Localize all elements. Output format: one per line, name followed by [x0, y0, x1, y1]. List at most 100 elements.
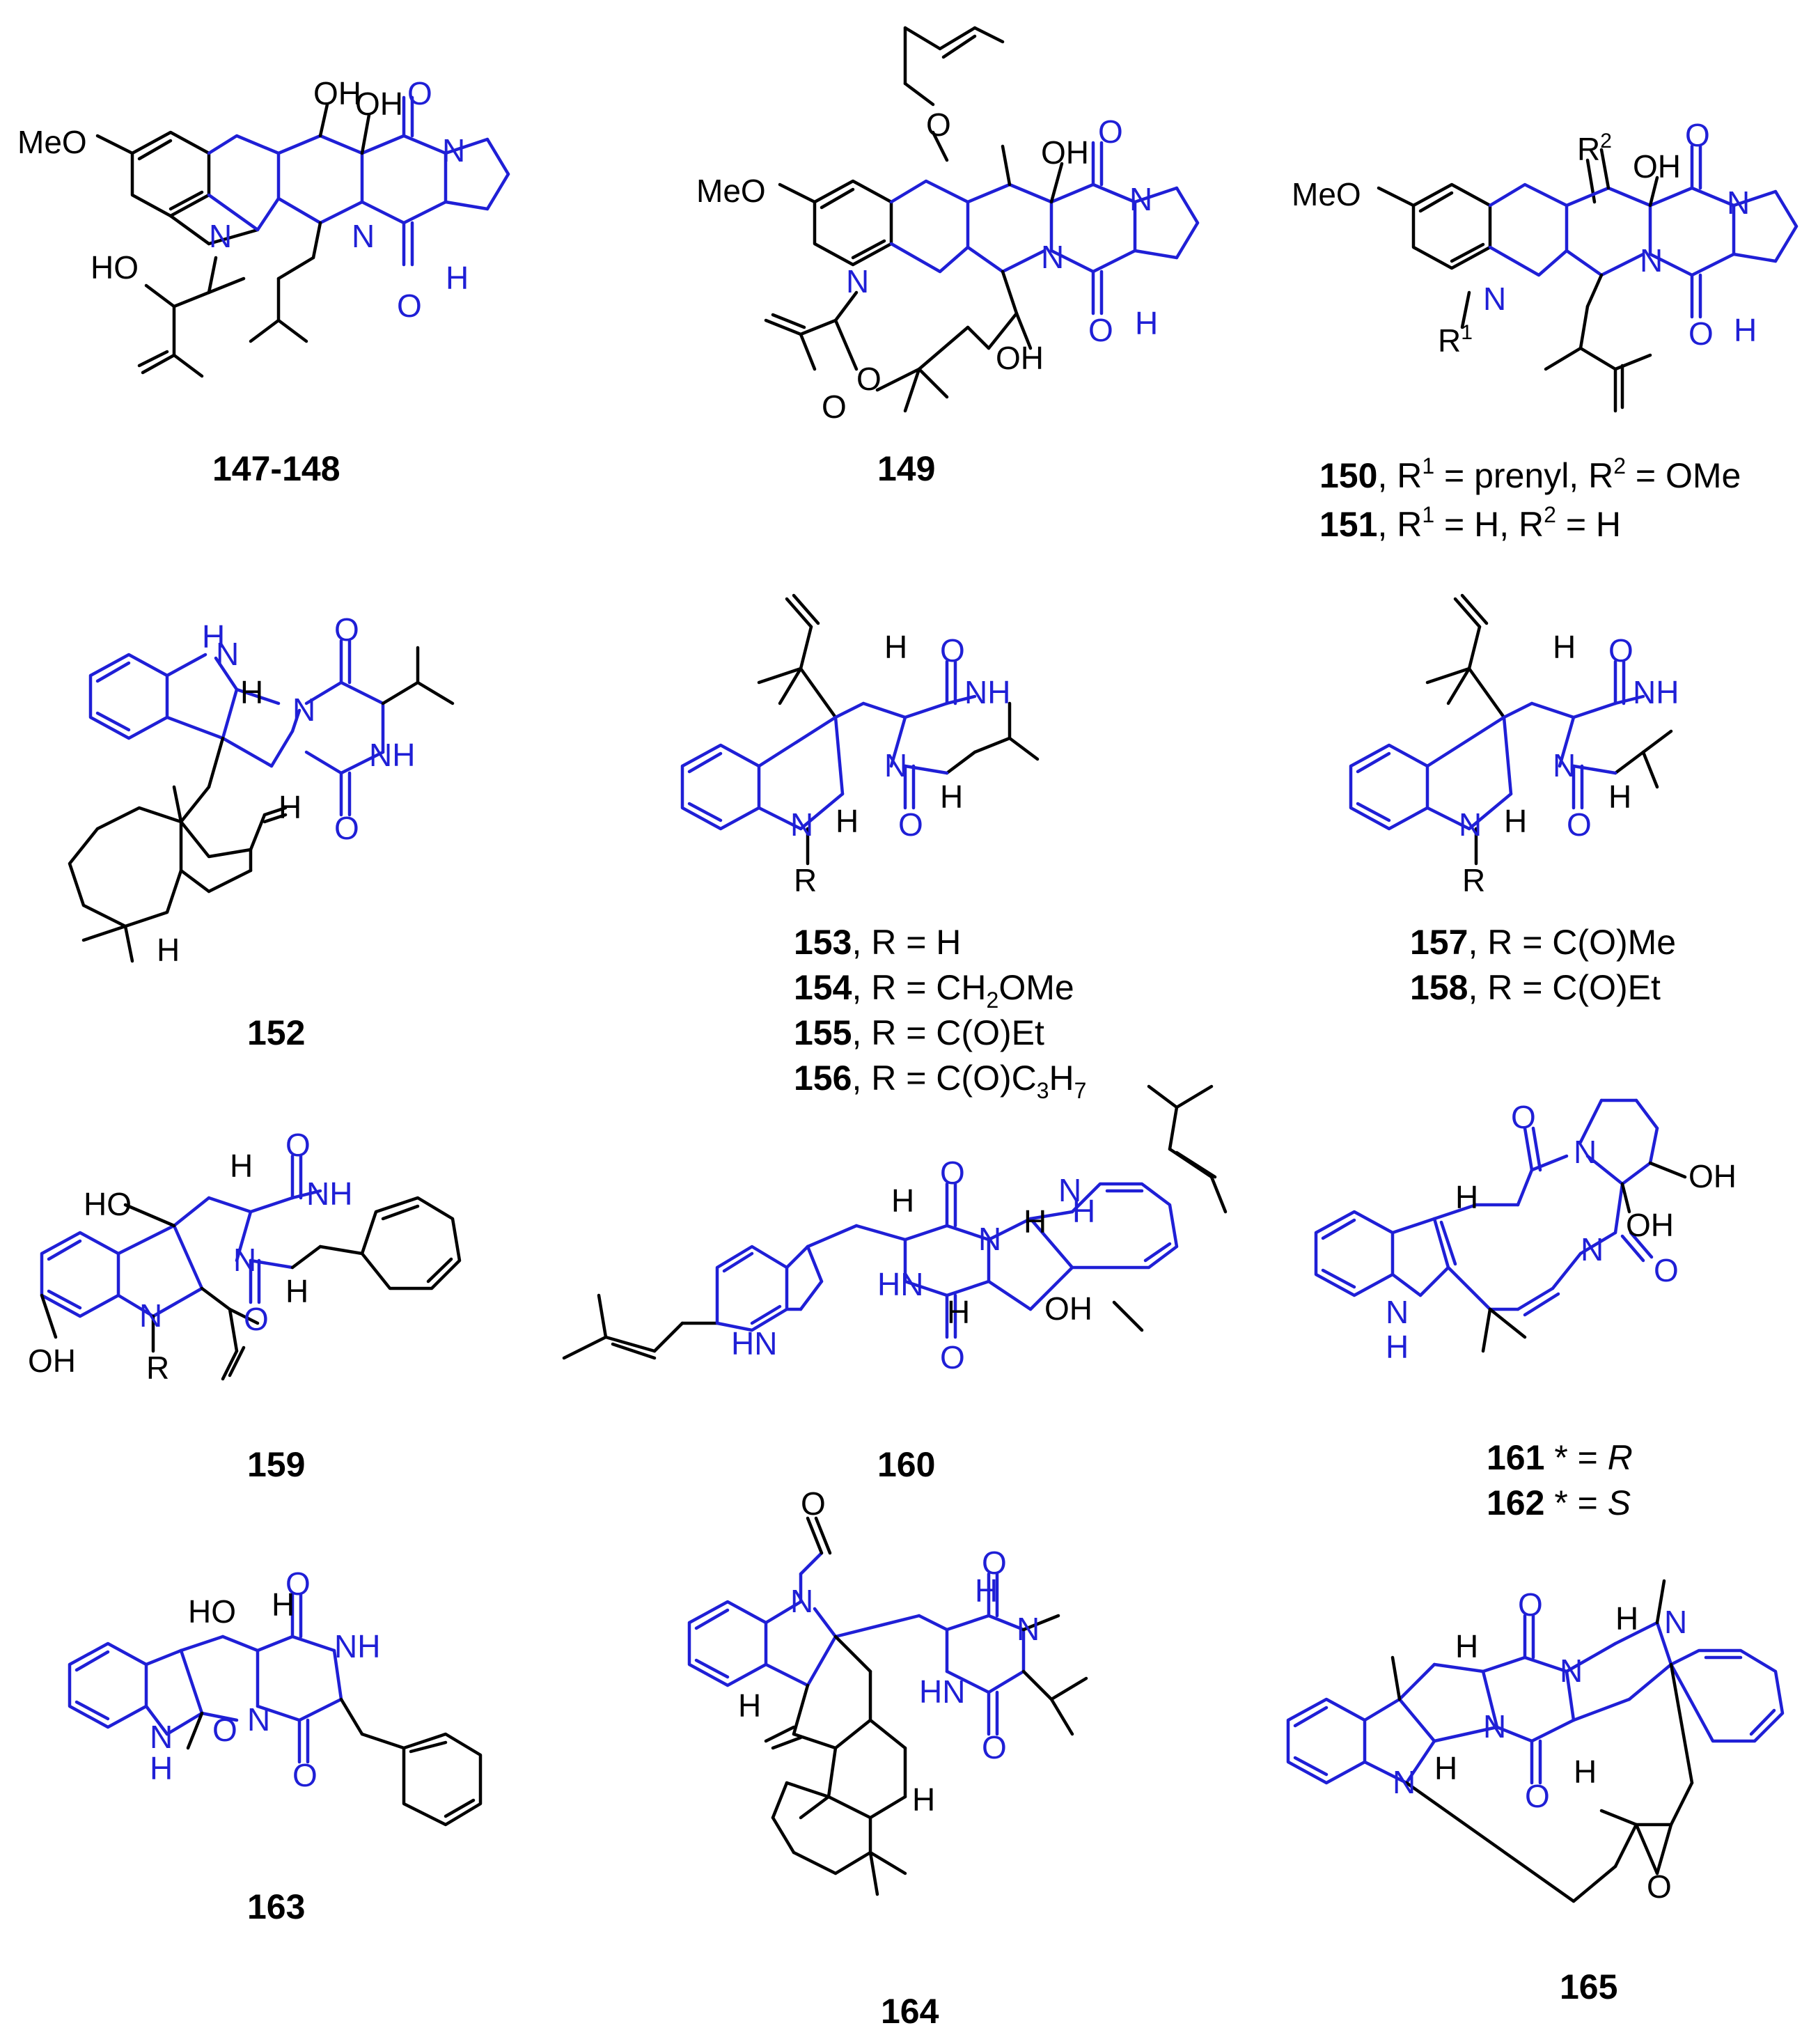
hydrogen-label: H [891, 1183, 914, 1219]
amide-nh-label: NH [369, 737, 415, 773]
hydroxyl-label: OH [28, 1343, 76, 1379]
carbonyl-oxygen-label: O [407, 75, 432, 111]
amide-nh-label: HN [877, 1266, 923, 1302]
hydroxyl-label: OH [1688, 1158, 1737, 1194]
nitrogen-label: N [247, 1701, 270, 1738]
carbonyl-oxygen-label: O [1685, 117, 1710, 153]
hydrogen-label: H [150, 1750, 173, 1786]
hydrogen-label: H [1434, 1750, 1457, 1786]
carbonyl-oxygen-label: O [334, 611, 359, 648]
structure-160: HN H O HN N H O N H H OH 160 [562, 1084, 1228, 1484]
nitrogen-label: N [1483, 281, 1506, 317]
hydroxyl-label: HO [188, 1593, 236, 1630]
nitrogen-label: N [292, 692, 315, 728]
hydroxyl-label: OH [313, 75, 361, 111]
formyl-oxygen-label: O [801, 1485, 826, 1522]
hydrogen-label: H [1386, 1329, 1409, 1365]
caption-155: 155, R = C(O)Et [794, 1013, 1044, 1052]
nitrogen-label: N [1017, 1611, 1040, 1647]
carbonyl-oxygen-label: O [1088, 312, 1113, 348]
indoline-nitrogen-label: N [1459, 806, 1482, 843]
hydroxyl-label: OH [996, 340, 1044, 376]
hydrogen-label: H [1734, 312, 1757, 348]
caption-161: 161 * = R [1487, 1438, 1633, 1477]
caption-165: 165 [1560, 1967, 1617, 2006]
carbonyl-oxygen-label: O [940, 1155, 965, 1191]
nitrogen-label: N [1483, 1708, 1506, 1745]
nitrogen-label: H [202, 618, 225, 655]
nitrogen-label: N [978, 1221, 1001, 1257]
indole-nh-label: HN [731, 1325, 777, 1362]
r2-label: R2 [1577, 130, 1612, 167]
structure-152: H N H N O NH O H H 152 [68, 611, 455, 1052]
hydrogen-label: H [446, 260, 469, 296]
caption-159: 159 [247, 1445, 305, 1484]
caption-151: 151, R1 = H, R2 = H [1319, 502, 1621, 544]
carbonyl-oxygen-label: O [1608, 632, 1633, 669]
structure-164: O N H H O N HN O H 164 [687, 1485, 1088, 2031]
r1-label: R1 [1438, 321, 1473, 359]
nitrogen-label: N [1640, 242, 1663, 279]
indoline-nitrogen-label: N [139, 1297, 162, 1334]
indoline-nh-label: N [216, 636, 239, 672]
amide-nh-label: NH [1633, 674, 1679, 710]
caption-154: 154, R = CH2OMe [794, 968, 1074, 1013]
indoline-nitrogen-label: N [1393, 1764, 1416, 1800]
nitrogen-label: N [1553, 747, 1576, 783]
hydrogen-label: H [230, 1148, 253, 1184]
hydrogen-label: H [1455, 1628, 1478, 1664]
hydroxyl-label: HO [91, 249, 139, 286]
structure-150-151: MeO R2 OH O N N O H N R1 150, R1 = preny… [1292, 117, 1799, 544]
amide-nh-label: NH [334, 1628, 380, 1664]
carbonyl-oxygen-label: O [244, 1301, 269, 1337]
peroxide-oxygen-label: O [822, 389, 847, 425]
r-group-label: R [1462, 862, 1485, 898]
structure-153-156: H O NH N O H H N R 153, R = H 154, R = C… [680, 593, 1086, 1103]
hydrogen-label: H [285, 1273, 308, 1309]
indoline-nitrogen-label: N [790, 806, 813, 843]
hydrogen-label: H [947, 1294, 970, 1330]
hydroxyl-label: OH [1633, 148, 1681, 185]
caption-152: 152 [247, 1013, 305, 1052]
hydrogen-label: H [240, 674, 263, 710]
nitrogen-label: N [884, 747, 907, 783]
peroxide-oxygen-label: O [856, 361, 881, 397]
nitrogen-label: N [233, 1242, 256, 1278]
amide-nh-label: HN [919, 1674, 965, 1710]
hydrogen-label: H [1553, 629, 1576, 665]
hydrogen-label: H [884, 629, 907, 665]
hydrogen-label: H [1455, 1179, 1478, 1215]
carbonyl-oxygen-label: O [898, 806, 923, 843]
hydrogen-label: H [1135, 305, 1158, 341]
indoline-nh-label: N [150, 1719, 173, 1755]
hydrogen-label: H [1608, 779, 1631, 815]
hydrogen-label: H [1072, 1193, 1095, 1229]
carbonyl-oxygen-label: O [334, 810, 359, 846]
caption-164: 164 [881, 1992, 939, 2031]
indoline-nitrogen-label: N [1664, 1604, 1687, 1640]
carbonyl-oxygen-label: O [982, 1545, 1007, 1581]
caption-156: 156, R = C(O)C3H7 [794, 1059, 1086, 1103]
nitrogen-label: N [1041, 239, 1064, 275]
caption-158: 158, R = C(O)Et [1410, 968, 1661, 1007]
nitrogen-label: N [1560, 1653, 1583, 1689]
hydrogen-label: H [272, 1586, 295, 1623]
epoxide-oxygen-label: O [1647, 1869, 1672, 1905]
hydrogen-label: H [1504, 803, 1527, 839]
nitrogen-label: N [1129, 181, 1152, 217]
hydroxyl-label: OH [1044, 1290, 1092, 1327]
structure-149: MeO O OH O N N O H N O O OH 149 [696, 26, 1200, 488]
amide-nh-label: NH [306, 1176, 352, 1212]
hydrogen-label: H [1574, 1754, 1597, 1790]
hydroxyl-label: OH [1041, 134, 1089, 171]
r-group-label: R [794, 862, 817, 898]
methoxy-label: MeO [17, 124, 87, 160]
nitrogen-label: N [1574, 1134, 1597, 1170]
carbonyl-oxygen-label: O [940, 1339, 965, 1375]
ether-oxygen-label: O [926, 107, 951, 143]
structure-147-148: MeO OH OH O N N O H N HO 147-148 [17, 75, 510, 488]
hydrogen-label: H [1024, 1203, 1047, 1240]
carbonyl-oxygen-label: O [1098, 114, 1123, 150]
caption-150: 150, R1 = prenyl, R2 = OMe [1319, 453, 1741, 495]
